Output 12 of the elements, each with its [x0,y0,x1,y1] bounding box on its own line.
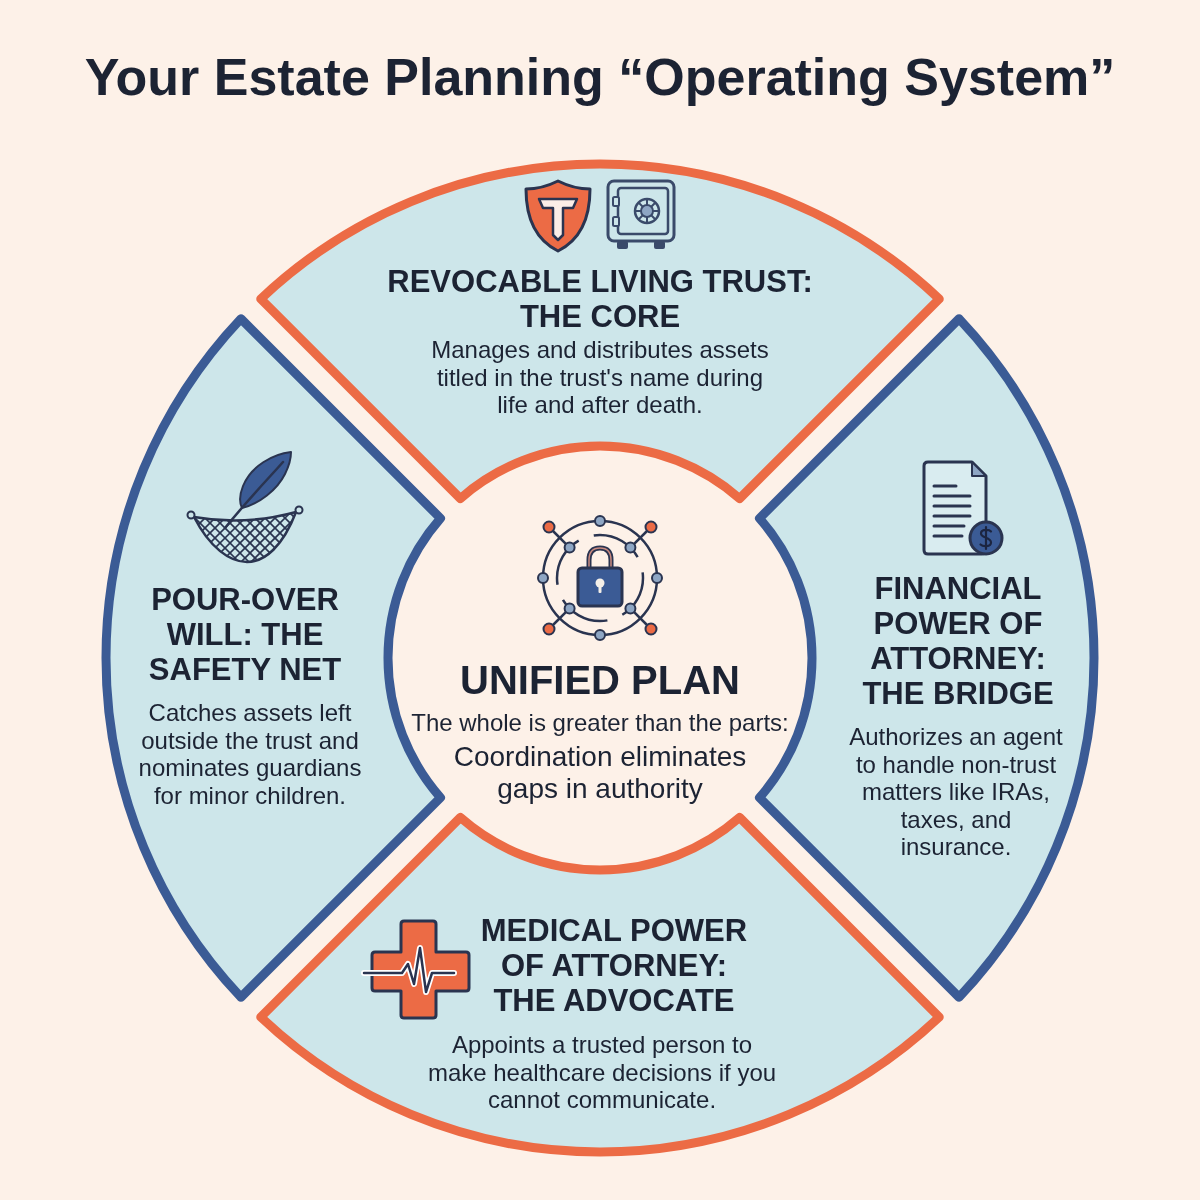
segment-description: Catches assets left outside the trust and nominates guardians for minor children. [137,699,363,809]
segment-heading: POUR-OVER WILL: THE SAFETY NET [147,582,343,687]
segment-heading: REVOCABLE LIVING TRUST: THE CORE [386,263,814,334]
segment-description: Authorizes an agent to handle non-trust matters like IRAs, taxes, and insurance. [848,723,1064,861]
segment-heading: FINANCIAL POWER OF ATTORNEY: THE BRIDGE [861,570,1055,711]
hub-heading: UNIFIED PLAN [459,657,741,703]
segment-description: Appoints a trusted person to make healthcare decisions if you cannot communicate. [426,1031,778,1114]
hub-description: Coordination eliminates gaps in authority [452,741,748,805]
hub-tagline: The whole is greater than the parts: [410,709,790,737]
segment-heading: MEDICAL POWER OF ATTORNEY: THE ADVOCATE [479,912,749,1018]
segment-description: Manages and distributes assets titled in the trust's name during life and after death. [430,336,770,419]
diagram-title: Your Estate Planning “Operating System” [84,47,1116,108]
